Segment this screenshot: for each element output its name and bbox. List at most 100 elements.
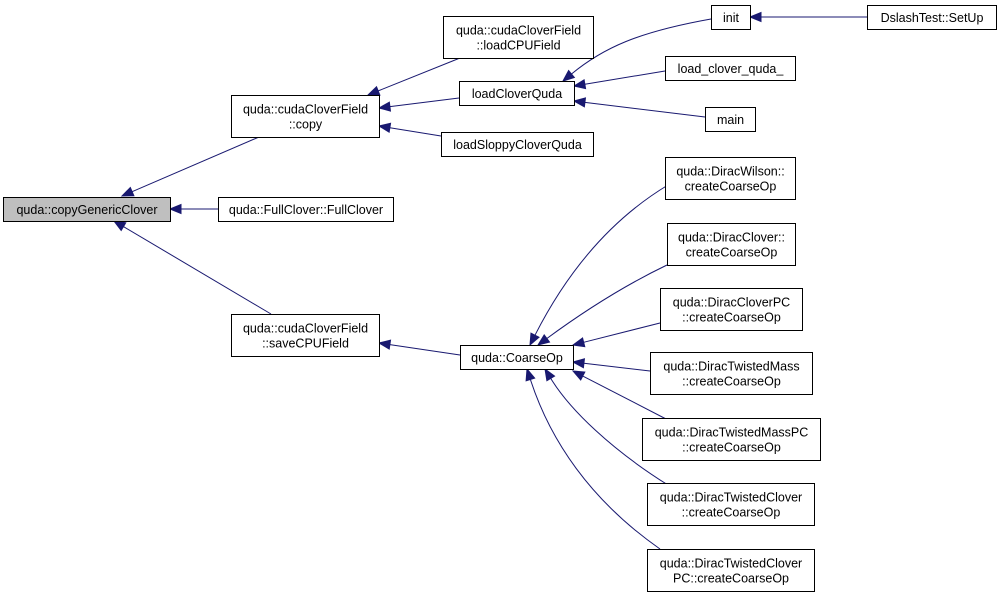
edge-fullClover-to-copyGenericClover — [168, 203, 218, 215]
node-loadCPUField[interactable]: quda::cudaCloverField::loadCPUField — [443, 16, 594, 59]
arrowhead — [561, 69, 576, 82]
node-label: main — [717, 113, 744, 127]
arrowhead — [120, 186, 135, 197]
arrowhead — [377, 101, 392, 112]
node-label: ::copy — [289, 118, 323, 132]
node-label: createCoarseOp — [685, 180, 777, 194]
edge-line — [123, 226, 272, 315]
edge-cloverCreate-to-coarseOp — [536, 264, 668, 346]
edge-init-to-loadCloverQuda — [561, 18, 712, 82]
node-box — [647, 549, 815, 592]
node-copyGenericClover[interactable]: quda::copyGenericClover — [3, 197, 171, 222]
edge-dslashTestSetUp-to-init — [748, 11, 867, 23]
edge-line — [389, 97, 460, 108]
node-twistedMassCreate[interactable]: quda::DiracTwistedMass::createCoarseOp — [650, 352, 813, 395]
edge-line — [131, 136, 260, 193]
edge-main-to-loadCloverQuda — [572, 97, 706, 118]
node-cloverCreate[interactable]: quda::DiracClover::createCoarseOp — [667, 223, 796, 266]
node-box — [642, 418, 821, 461]
node-label: ::createCoarseOp — [682, 506, 781, 520]
edge-line — [550, 378, 669, 486]
node-label: ::saveCPUField — [262, 337, 349, 351]
node-label: quda::DiracTwistedClover — [660, 491, 802, 505]
node-label: DslashTest::SetUp — [881, 11, 984, 25]
node-main[interactable]: main — [705, 107, 756, 132]
node-box — [667, 223, 796, 266]
node-label: quda::DiracClover:: — [678, 231, 785, 245]
arrowhead — [112, 220, 127, 232]
node-label: quda::cudaCloverField — [456, 24, 581, 38]
node-label: PC::createCoarseOp — [673, 572, 789, 586]
edge-loadSloppyCloverQuda-to-cloverFieldCopy — [377, 122, 442, 137]
node-box — [459, 81, 575, 106]
node-label: quda::copyGenericClover — [16, 203, 157, 217]
arrowhead — [525, 367, 536, 382]
edge-line — [571, 18, 712, 75]
edge-wilsonCreate-to-coarseOp — [529, 184, 669, 347]
node-label: quda::DiracTwistedMass — [663, 360, 799, 374]
edge-cloverPCCreate-to-coarseOp — [571, 322, 661, 348]
node-label: quda::DiracTwistedMassPC — [655, 426, 809, 440]
arrowhead — [366, 85, 381, 96]
node-label: load_clover_quda_ — [678, 62, 785, 76]
arrowhead — [377, 122, 392, 134]
node-label: createCoarseOp — [686, 246, 778, 260]
node-label: ::createCoarseOp — [682, 441, 781, 455]
edge-line — [584, 70, 666, 85]
arrowhead — [571, 337, 586, 348]
node-box — [231, 95, 380, 138]
node-loadCloverQudaUnderscore[interactable]: load_clover_quda_ — [665, 56, 796, 81]
edge-line — [389, 344, 461, 356]
node-box — [3, 197, 171, 222]
nodes-layer: quda::copyGenericCloverquda::cudaCloverF… — [3, 5, 997, 592]
node-box — [231, 314, 380, 357]
node-loadSloppyCloverQuda[interactable]: loadSloppyCloverQuda — [441, 132, 594, 157]
edge-line — [583, 362, 651, 372]
node-label: ::createCoarseOp — [682, 375, 781, 389]
node-box — [460, 345, 574, 370]
arrowhead — [571, 370, 586, 381]
node-box — [647, 483, 815, 526]
edge-line — [534, 184, 669, 336]
node-dslashTestSetUp[interactable]: DslashTest::SetUp — [867, 5, 997, 30]
node-cloverFieldCopy[interactable]: quda::cudaCloverField::copy — [231, 95, 380, 138]
edge-line — [529, 379, 661, 550]
edge-line — [389, 127, 442, 137]
edge-loadCPUField-to-cloverFieldCopy — [366, 57, 461, 96]
edge-loadCloverQudaUnderscore-to-loadCloverQuda — [572, 70, 666, 90]
node-label: loadSloppyCloverQuda — [453, 138, 582, 152]
node-label: init — [723, 11, 740, 25]
node-box — [711, 5, 751, 30]
node-box — [441, 132, 594, 157]
edge-twistedCloverCreate-to-coarseOp — [544, 367, 669, 486]
arrowhead — [377, 339, 392, 350]
node-loadCloverQuda[interactable]: loadCloverQuda — [459, 81, 575, 106]
node-label: quda::cudaCloverField — [243, 322, 368, 336]
arrowhead — [748, 11, 762, 23]
node-twistedCloverCreate[interactable]: quda::DiracTwistedClover::createCoarseOp — [647, 483, 815, 526]
node-wilsonCreate[interactable]: quda::DiracWilson::createCoarseOp — [665, 157, 796, 200]
node-box — [650, 352, 813, 395]
node-label: quda::DiracWilson:: — [676, 165, 784, 179]
node-cloverPCCreate[interactable]: quda::DiracCloverPC::createCoarseOp — [660, 288, 803, 331]
edge-line — [583, 322, 661, 343]
node-box — [867, 5, 997, 30]
edge-line — [546, 264, 668, 339]
node-label: quda::FullClover::FullClover — [229, 203, 383, 217]
node-coarseOp[interactable]: quda::CoarseOp — [460, 345, 574, 370]
node-saveCPUField[interactable]: quda::cudaCloverField::saveCPUField — [231, 314, 380, 357]
edge-twistedCloverPCCreate-to-coarseOp — [525, 367, 661, 550]
edge-line — [584, 101, 706, 118]
node-box — [665, 56, 796, 81]
node-box — [660, 288, 803, 331]
node-label: quda::CoarseOp — [471, 351, 563, 365]
node-twistedCloverPCCreate[interactable]: quda::DiracTwistedCloverPC::createCoarse… — [647, 549, 815, 592]
node-label: ::createCoarseOp — [682, 311, 781, 325]
node-label: quda::DiracCloverPC — [673, 296, 790, 310]
node-fullClover[interactable]: quda::FullClover::FullClover — [218, 197, 394, 222]
node-twistedMassPCCreate[interactable]: quda::DiracTwistedMassPC::createCoarseOp — [642, 418, 821, 461]
node-init[interactable]: init — [711, 5, 751, 30]
edge-loadCloverQuda-to-cloverFieldCopy — [377, 97, 460, 112]
node-label: quda::DiracTwistedClover — [660, 557, 802, 571]
